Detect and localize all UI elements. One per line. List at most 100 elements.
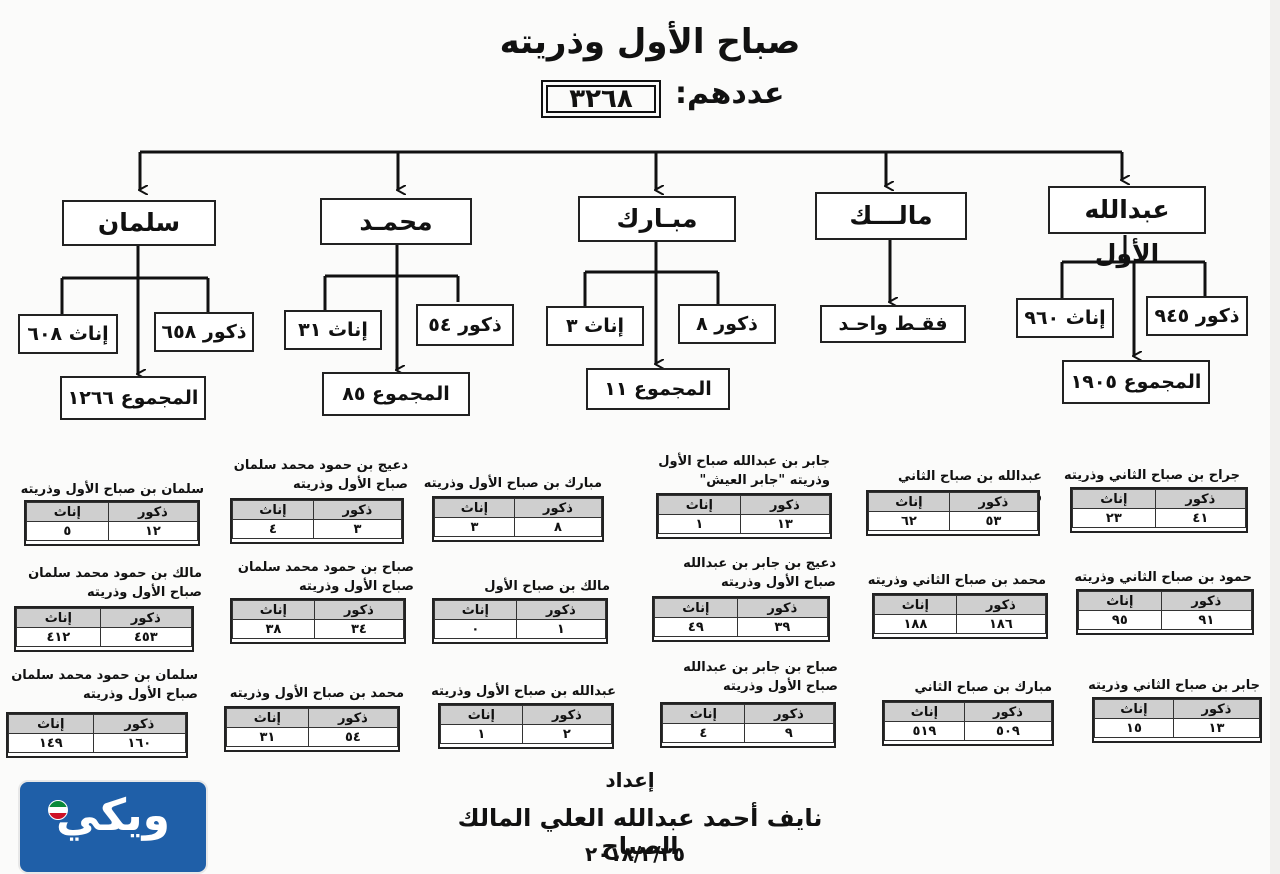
males-value: ٥٣ — [948, 511, 1039, 531]
females-header: إناث — [440, 705, 523, 725]
females-value: ١٤٩ — [8, 733, 94, 753]
males-value: ١ — [515, 619, 607, 639]
family-caption: جابر بن عبدالله صباح الأول وذريته "جابر … — [658, 454, 830, 488]
females-value: ٤١٢ — [16, 627, 101, 647]
males-value: ٥٤ — [307, 727, 399, 747]
males-header: ذكور — [955, 595, 1047, 615]
females-value: ٣ — [434, 517, 515, 537]
branch-abdullah-females: إناث ٩٦٠ — [1016, 298, 1114, 338]
males-value: ١٣ — [739, 514, 831, 534]
page-title: صباح الأول وذريته — [499, 22, 801, 62]
females-header: إناث — [658, 495, 741, 515]
prepared-label: إعداد — [605, 768, 655, 792]
males-value: ٤٥٣ — [99, 627, 193, 647]
count-value: ٣٢٦٨ — [541, 80, 661, 118]
family-caption: محمد بن صباح الأول وذريته — [229, 686, 404, 701]
males-value: ٥٠٩ — [963, 721, 1053, 741]
females-header: إناث — [232, 500, 314, 520]
females-header: إناث — [1094, 699, 1174, 719]
males-header: ذكور — [313, 600, 405, 620]
branch-abdullah-total: المجموع ١٩٠٥ — [1062, 360, 1210, 404]
family-caption: مالك بن صباح الأول — [484, 579, 610, 594]
family-caption: مبارك بن صباح الأول وذريته — [423, 476, 602, 491]
females-value: ٤٩ — [654, 617, 738, 637]
family-caption: صباح بن جابر بن عبدالله صباح الأول وذريت… — [683, 660, 838, 694]
males-header: ذكور — [1154, 489, 1247, 509]
wiki-logo-text: ويكي — [56, 790, 170, 841]
branch-abdullah: عبدالله الأول — [1048, 186, 1206, 268]
family-caption: محمد بن صباح الثاني وذريته — [867, 573, 1046, 588]
males-header: ذكور — [963, 702, 1053, 722]
females-header: إناث — [884, 702, 965, 722]
males-header: ذكور — [513, 498, 603, 518]
females-value: ٦٢ — [868, 511, 950, 531]
males-header: ذكور — [1172, 699, 1261, 719]
family-caption: حمود بن صباح الثاني وذريته — [1074, 570, 1252, 585]
females-header: إناث — [434, 600, 517, 620]
branch-abdullah-males: ذكور ٩٤٥ — [1146, 296, 1248, 336]
count-label: عددهم: — [675, 76, 785, 111]
branch-salman-females: إناث ٦٠٨ — [18, 314, 118, 354]
branch-mubarak-total: المجموع ١١ — [586, 368, 730, 410]
author-name: نايف أحمد عبدالله العلي المالك الصباح — [457, 804, 823, 860]
males-value: ٣ — [312, 519, 403, 539]
males-header: ذكور — [312, 500, 403, 520]
branch-mohammed: محمـد — [320, 198, 472, 245]
branch-salman-total: المجموع ١٢٦٦ — [60, 376, 206, 420]
family-caption: جابر بن صباح الثاني وذريته — [1088, 678, 1260, 693]
males-value: ١٦٠ — [92, 733, 187, 753]
males-value: ٣٩ — [736, 617, 829, 637]
females-header: إناث — [654, 598, 738, 618]
branch-mohammed-males: ذكور ٥٤ — [416, 304, 514, 346]
branch-malek: مالـــك — [815, 192, 967, 240]
branch-salman-males: ذكور ٦٥٨ — [154, 312, 254, 352]
document-date: ٢٠١٨/٢/٢٥ — [584, 842, 686, 866]
males-header: ذكور — [1160, 591, 1253, 611]
family-caption: سلمان بن صباح الأول وذريته — [20, 482, 204, 497]
males-header: ذكور — [948, 492, 1039, 512]
branch-mubarak-females: إناث ٣ — [546, 306, 644, 346]
males-value: ١٢ — [107, 521, 199, 541]
family-caption: مالك بن حمود محمد سلمان صباح الأول وذريت… — [28, 566, 202, 600]
females-value: ٩٥ — [1078, 610, 1162, 630]
family-caption: جراح بن صباح الثاني وذريته — [1064, 468, 1240, 483]
females-value: ٤ — [662, 723, 745, 743]
branch-salman: سلمان — [62, 200, 216, 246]
females-header: إناث — [1072, 489, 1156, 509]
females-value: ٥ — [26, 521, 109, 541]
males-header: ذكور — [307, 708, 399, 728]
females-header: إناث — [874, 595, 957, 615]
branch-mubarak: مبـارك — [578, 196, 736, 242]
kuwait-flag-icon — [48, 800, 68, 820]
females-header: إناث — [434, 498, 515, 518]
males-header: ذكور — [107, 502, 199, 522]
females-header: إناث — [232, 600, 315, 620]
family-caption: صباح بن حمود محمد سلمان صباح الأول وذريت… — [237, 560, 414, 594]
females-header: إناث — [8, 714, 94, 734]
females-value: ٤ — [232, 519, 314, 539]
females-value: ٣١ — [226, 727, 309, 747]
males-value: ١٣ — [1172, 718, 1261, 738]
females-value: ٢٣ — [1072, 508, 1156, 528]
males-value: ٢ — [521, 724, 613, 744]
branch-mubarak-males: ذكور ٨ — [678, 304, 776, 344]
males-header: ذكور — [736, 598, 829, 618]
males-value: ٣٤ — [313, 619, 405, 639]
males-header: ذكور — [515, 600, 607, 620]
females-value: ١ — [440, 724, 523, 744]
females-value: ٠ — [434, 619, 517, 639]
